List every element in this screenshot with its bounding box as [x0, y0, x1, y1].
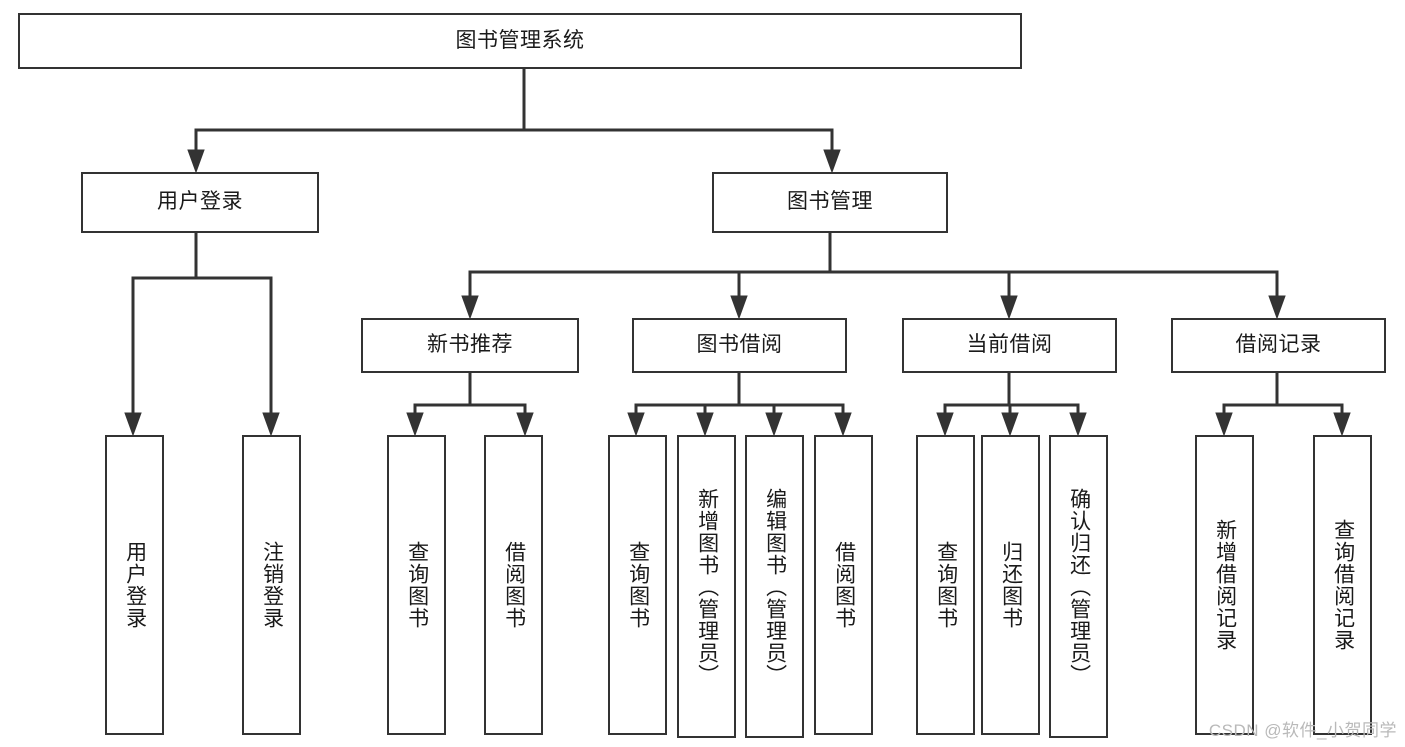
arrowhead-icon	[516, 412, 534, 437]
node-label: 注销登录	[260, 541, 284, 629]
node-label: 确认归还（管理员）	[1067, 487, 1091, 686]
arrowhead-icon	[834, 412, 852, 437]
node-leaves-2[interactable]: 查询图书	[387, 435, 446, 735]
node-label: 借阅图书	[832, 541, 856, 629]
node-label: 借阅记录	[1235, 333, 1322, 357]
node-label: 用户登录	[123, 541, 147, 629]
arrowhead-icon	[936, 412, 954, 437]
connector-arrowheads	[124, 149, 1351, 437]
node-level2-1[interactable]: 图书管理	[712, 172, 948, 233]
node-leaves-7[interactable]: 借阅图书	[814, 435, 873, 735]
node-leaves-10[interactable]: 确认归还（管理员）	[1049, 435, 1108, 738]
node-level3-1[interactable]: 图书借阅	[632, 318, 847, 373]
node-label: 归还图书	[999, 541, 1023, 629]
node-label: 图书管理	[787, 190, 873, 214]
arrowhead-icon	[1000, 295, 1018, 320]
node-level3-2[interactable]: 当前借阅	[902, 318, 1117, 373]
node-label: 图书管理系统	[455, 28, 585, 52]
node-label: 新书推荐	[427, 333, 513, 357]
arrowhead-icon	[1215, 412, 1233, 437]
node-leaves-0[interactable]: 用户登录	[105, 435, 164, 735]
node-leaves-6[interactable]: 编辑图书（管理员）	[745, 435, 804, 738]
node-level2-0[interactable]: 用户登录	[81, 172, 319, 233]
arrowhead-icon	[823, 149, 841, 174]
node-label: 新增借阅记录	[1213, 519, 1237, 651]
arrowhead-icon	[406, 412, 424, 437]
node-title_node-[interactable]: 图书管理系统	[18, 13, 1022, 69]
node-label: 借阅图书	[502, 541, 526, 629]
arrowhead-icon	[1001, 412, 1019, 437]
node-leaves-3[interactable]: 借阅图书	[484, 435, 543, 735]
node-label: 查询图书	[934, 541, 958, 629]
node-label: 当前借阅	[966, 333, 1053, 357]
node-leaves-8[interactable]: 查询图书	[916, 435, 975, 735]
node-label: 用户登录	[157, 190, 243, 214]
node-label: 编辑图书（管理员）	[763, 487, 787, 686]
arrowhead-icon	[627, 412, 645, 437]
arrowhead-icon	[262, 412, 280, 437]
arrowhead-icon	[765, 412, 783, 437]
arrowhead-icon	[1268, 295, 1286, 320]
node-label: 查询图书	[405, 541, 429, 629]
node-leaves-11[interactable]: 新增借阅记录	[1195, 435, 1254, 735]
node-leaves-1[interactable]: 注销登录	[242, 435, 301, 735]
node-level3-0[interactable]: 新书推荐	[361, 318, 579, 373]
arrowhead-icon	[187, 149, 205, 174]
node-label: 图书借阅	[696, 333, 783, 357]
node-label: 查询图书	[626, 541, 650, 629]
arrowhead-icon	[461, 295, 479, 320]
node-leaves-4[interactable]: 查询图书	[608, 435, 667, 735]
arrowhead-icon	[1069, 412, 1087, 437]
arrowhead-icon	[124, 412, 142, 437]
node-label: 查询借阅记录	[1331, 519, 1355, 651]
arrowhead-icon	[730, 295, 748, 320]
node-leaves-5[interactable]: 新增图书（管理员）	[677, 435, 736, 738]
node-label: 新增图书（管理员）	[695, 487, 719, 686]
arrowhead-icon	[1333, 412, 1351, 437]
node-level3-3[interactable]: 借阅记录	[1171, 318, 1386, 373]
arrowhead-icon	[696, 412, 714, 437]
node-leaves-12[interactable]: 查询借阅记录	[1313, 435, 1372, 735]
node-leaves-9[interactable]: 归还图书	[981, 435, 1040, 735]
